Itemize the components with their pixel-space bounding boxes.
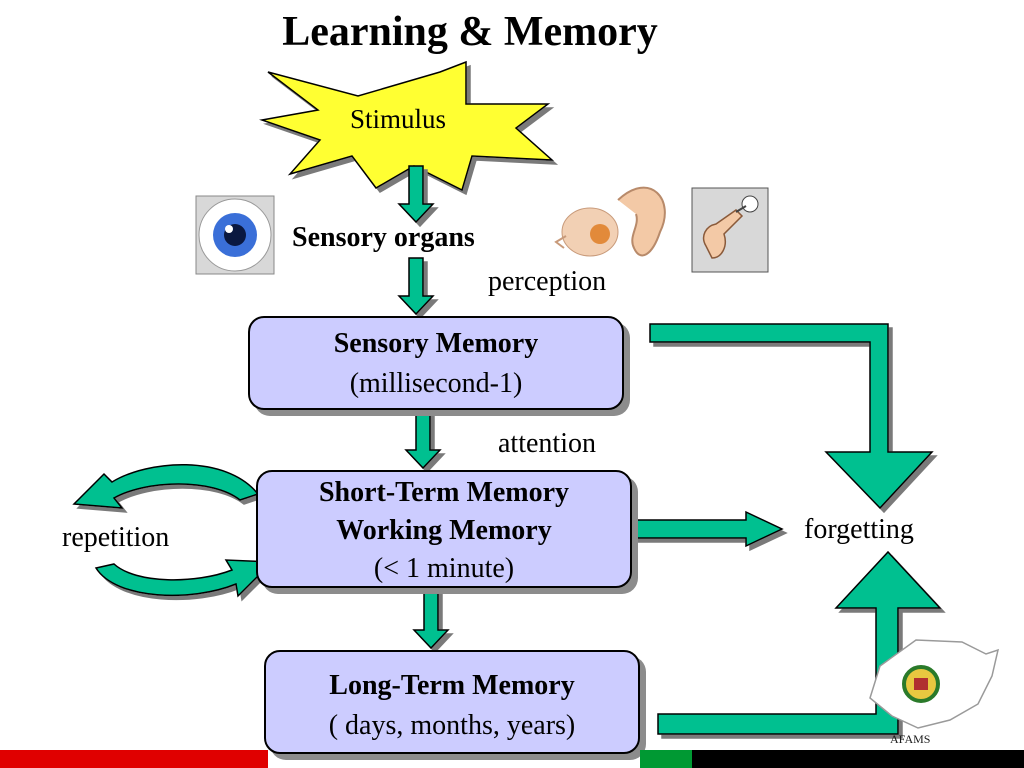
arrow-sensory-to-short-term — [404, 411, 442, 470]
hand-touch-icon — [691, 187, 769, 273]
stimulus-star — [259, 60, 555, 192]
ear-icon — [554, 186, 666, 257]
arrow-short-term-to-forgetting — [633, 510, 784, 548]
attention-label: attention — [498, 428, 596, 459]
arrow-organs-to-sensory-memory — [397, 257, 435, 316]
bar-black-segment — [692, 750, 1024, 768]
repetition-loop-bottom — [94, 559, 274, 598]
forgetting-label: forgetting — [804, 514, 914, 545]
bar-green-segment — [640, 750, 692, 768]
short-term-memory-duration: (< 1 minute) — [373, 553, 515, 584]
sensory-memory-duration: (millisecond-1) — [349, 368, 523, 399]
stimulus-label: Stimulus — [350, 104, 447, 134]
perception-label: perception — [488, 266, 607, 297]
bar-red-segment — [0, 750, 268, 768]
short-term-memory-box: Short-Term Memory Working Memory (< 1 mi… — [256, 470, 632, 588]
repetition-loop-top — [72, 464, 260, 509]
arrow-stimulus-to-organs — [397, 165, 435, 224]
working-memory-name: Working Memory — [336, 515, 552, 546]
short-term-memory-name: Short-Term Memory — [318, 477, 570, 508]
arrow-sensory-to-forgetting — [649, 323, 934, 510]
eye-icon — [195, 195, 275, 275]
repetition-label: repetition — [62, 522, 170, 553]
long-term-memory-name: Long-Term Memory — [329, 670, 575, 701]
bottom-color-bar — [0, 750, 1024, 768]
long-term-memory-box: Long-Term Memory ( days, months, years) — [264, 650, 640, 754]
arrow-long-term-to-forgetting — [657, 550, 942, 735]
sensory-memory-box: Sensory Memory (millisecond-1) — [248, 316, 624, 410]
afams-logo-text: AFAMS — [890, 732, 931, 746]
sensory-organs-label: Sensory organs — [292, 222, 475, 253]
page-title: Learning & Memory — [282, 9, 658, 55]
sensory-memory-name: Sensory Memory — [333, 328, 539, 359]
long-term-memory-duration: ( days, months, years) — [328, 710, 576, 741]
arrow-short-to-long-term — [412, 589, 450, 650]
afams-logo-icon — [869, 639, 1000, 729]
